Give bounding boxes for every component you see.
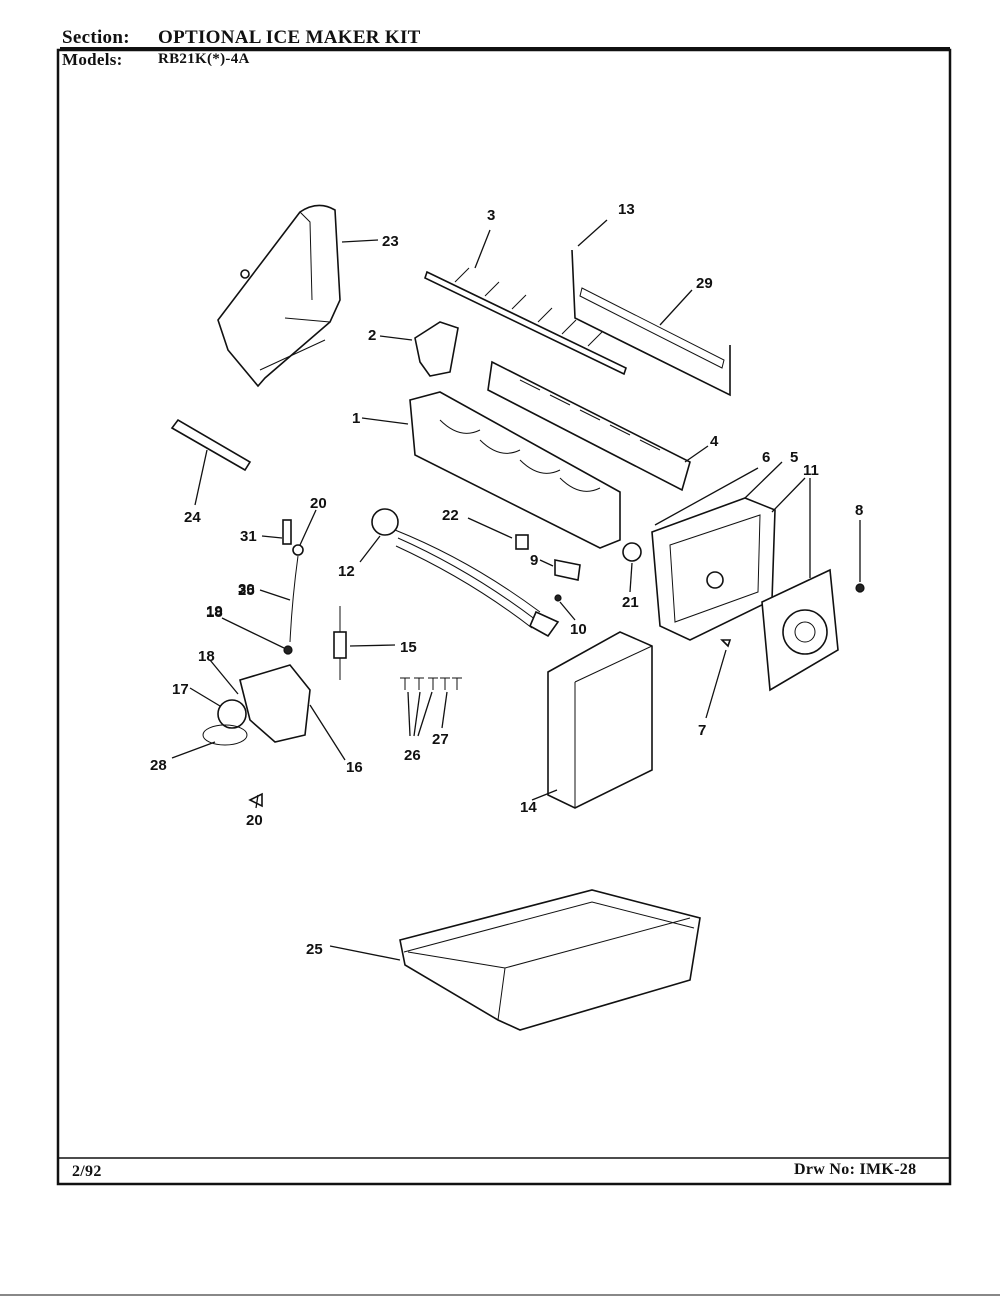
frame-border (56, 48, 952, 1186)
callout-7: 7 (698, 722, 706, 739)
callout-31: 31 (240, 528, 257, 545)
ice-mold (361, 391, 621, 549)
callout-14: 14 (520, 799, 537, 816)
motor-module (761, 477, 839, 692)
callout-12: 12 (338, 563, 355, 580)
callout-11: 11 (803, 462, 819, 479)
callout-25: 25 (306, 941, 323, 958)
stripper (487, 360, 709, 492)
cover (531, 631, 653, 809)
ejector (424, 229, 627, 376)
housing (651, 461, 783, 641)
callout-17: 17 (172, 681, 189, 698)
callout-24: 24 (184, 509, 201, 526)
water-valve (171, 659, 346, 809)
callout-13: 13 (618, 201, 635, 218)
callout-20a: 20 (310, 495, 327, 512)
ice-bin (329, 889, 701, 1031)
callout-9: 9 (530, 552, 538, 569)
callout-30: 30 (238, 581, 255, 598)
fill-cup-cover (217, 204, 379, 388)
callout-18a: 18 (198, 648, 215, 665)
drawing-number: Drw No: IMK-28 (794, 1161, 917, 1178)
callout-28: 28 (150, 757, 167, 774)
stripper-bracket (379, 321, 459, 377)
callout-labels: 1 2 3 4 5 6 7 8 9 10 11 12 13 14 15 16 1… (150, 201, 863, 958)
callout-22: 22 (442, 507, 459, 524)
callout-10: 10 (570, 621, 587, 638)
section-title: OPTIONAL ICE MAKER KIT (158, 27, 421, 48)
callout-26: 26 (404, 747, 421, 764)
heater-harness (359, 508, 560, 638)
callout-4: 4 (710, 433, 719, 450)
callout-8: 8 (855, 502, 863, 519)
models-label: Models: (62, 50, 123, 69)
callout-5: 5 (790, 449, 798, 466)
callout-6: 6 (762, 449, 770, 466)
fill-tube (170, 418, 252, 506)
callout-30-label: 25 (238, 582, 255, 599)
section-label: Section: (62, 27, 130, 48)
callout-19: 19 (206, 603, 223, 620)
screws (705, 520, 865, 719)
footer-date: 2/92 (72, 1163, 102, 1180)
callout-1: 1 (352, 410, 360, 427)
tube-fitting (333, 606, 396, 680)
callout-3: 3 (487, 207, 495, 224)
callout-23: 23 (382, 233, 399, 250)
callout-16: 16 (346, 759, 363, 776)
callout-2: 2 (368, 327, 376, 344)
shut-off-arm (571, 219, 731, 397)
mounting-screws (400, 677, 462, 737)
callout-20b: 20 (246, 812, 263, 829)
callout-18b: 18 (206, 604, 223, 621)
small-hardware (467, 517, 642, 621)
callout-15: 15 (400, 639, 417, 656)
water-tube (221, 509, 317, 655)
callout-27: 27 (432, 731, 449, 748)
callout-21: 21 (622, 594, 639, 611)
models-value: RB21K(*)-4A (158, 51, 250, 67)
callout-29: 29 (696, 275, 713, 292)
